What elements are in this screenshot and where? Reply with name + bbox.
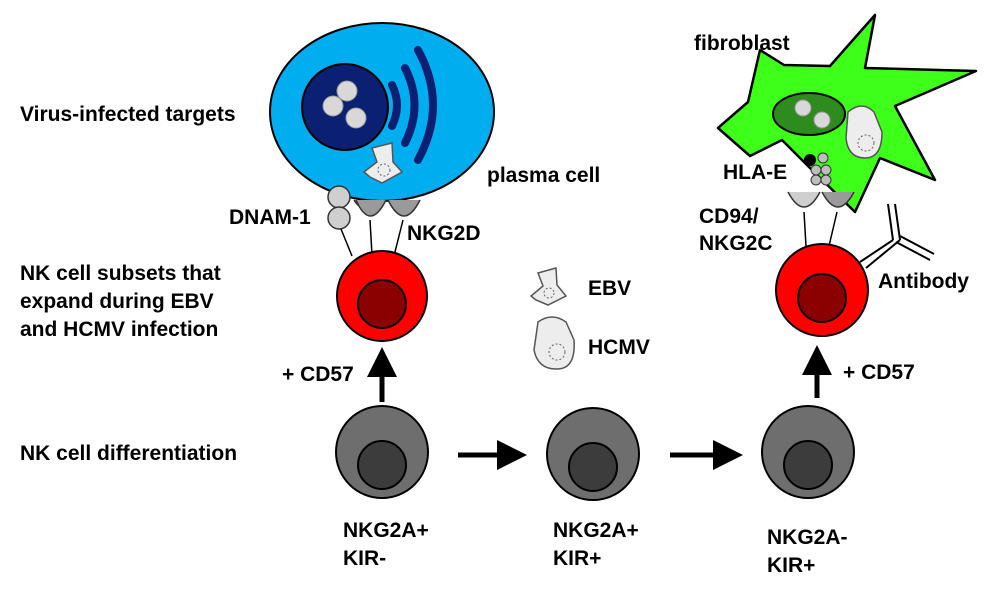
nk-cell-activated-left (336, 250, 428, 342)
nk-cell-stage-2 (546, 407, 640, 501)
label-subsets-line1: NK cell subsets that (20, 262, 221, 285)
fibroblast-cell (716, 13, 978, 214)
target-nucleus (301, 63, 389, 151)
dnam1-receptor (327, 185, 353, 257)
signal-waves-icon (388, 46, 437, 164)
label-differentiation: NK cell differentiation (20, 442, 237, 465)
hla-e-complex (804, 152, 832, 186)
label-cd94: CD94/ (699, 205, 759, 228)
label-plasma-cell: plasma cell (487, 164, 600, 187)
label-fibroblast: fibroblast (694, 32, 790, 55)
antibody-icon (859, 203, 935, 269)
label-dnam1: DNAM-1 (229, 206, 311, 229)
label-antibody: Antibody (878, 270, 969, 293)
label-hla-e: HLA-E (723, 161, 787, 184)
virus-infected-target-cell (269, 22, 495, 202)
nk-cell-stage-1 (335, 405, 429, 499)
nk-cell-activated-right (775, 243, 869, 337)
label-nkg2c: NKG2C (699, 232, 773, 255)
label-stage3-line1: NKG2A- (767, 526, 848, 549)
label-hcmv: HCMV (588, 336, 650, 359)
label-stage3-line2: KIR+ (767, 554, 815, 577)
label-subsets-line2: expand during EBV (20, 290, 214, 313)
label-virus-targets: Virus-infected targets (20, 103, 236, 126)
label-nkg2d: NKG2D (407, 222, 481, 245)
label-stage2-line2: KIR+ (553, 547, 601, 570)
nkg2d-receptor (353, 199, 421, 257)
label-subsets-line3: and HCMV infection (20, 318, 218, 341)
hcmv-virus-in-fibroblast-icon (845, 105, 883, 159)
ebv-legend-icon (529, 267, 568, 306)
label-stage2-line1: NKG2A+ (553, 519, 639, 542)
cd94-nkg2c-receptor (787, 191, 855, 247)
label-stage1-line2: KIR- (343, 547, 386, 570)
nk-cell-stage-3 (761, 405, 855, 499)
label-ebv: EBV (588, 277, 631, 300)
label-stage1-line1: NKG2A+ (343, 519, 429, 542)
ebv-virus-in-target-icon (362, 142, 404, 184)
hcmv-legend-icon (533, 316, 575, 370)
label-cd57-left: + CD57 (282, 363, 354, 386)
label-cd57-right: + CD57 (843, 361, 915, 384)
